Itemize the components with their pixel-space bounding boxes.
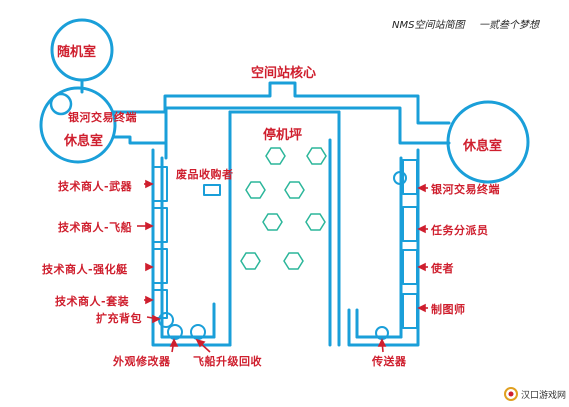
top-corridor-outer bbox=[112, 81, 451, 125]
ship-merchant-kiosk bbox=[152, 207, 168, 243]
random-room-label: 随机室 bbox=[57, 45, 97, 60]
top-corridor-inner bbox=[112, 106, 451, 145]
pointer-arrow bbox=[145, 262, 154, 272]
envoy-kiosk bbox=[402, 249, 418, 285]
suit-merchant-label: 技术商人-套装 bbox=[55, 295, 130, 308]
appearance-modifier-pod bbox=[167, 324, 183, 340]
mission-agent-kiosk bbox=[402, 206, 418, 242]
ship-merchant-label: 技术商人-飞船 bbox=[58, 221, 133, 234]
ship-upgrade-label: 飞船升级回收 bbox=[193, 355, 262, 368]
landing-pad-hexagon bbox=[305, 213, 326, 231]
right-rest-room-label: 休息室 bbox=[463, 139, 503, 154]
cartographer-label: 制图师 bbox=[431, 303, 466, 316]
right-trade-terminal-kiosk bbox=[402, 159, 418, 195]
left-rest-room-label: 休息室 bbox=[64, 134, 104, 149]
watermark-text: 汉口游戏网 bbox=[521, 391, 567, 401]
station-core-label: 空间站核心 bbox=[251, 66, 317, 81]
map-title: NMS空间站简图 bbox=[392, 20, 465, 31]
appearance-modifier-label: 外观修改器 bbox=[113, 355, 171, 368]
envoy-label: 使者 bbox=[431, 262, 454, 275]
pointer-arrow bbox=[195, 338, 206, 348]
teleporter-label: 传送器 bbox=[372, 355, 407, 368]
landing-pad-label: 停机坪 bbox=[263, 128, 303, 143]
pointer-arrow bbox=[417, 303, 426, 313]
scrap-dealer-label: 废品收购者 bbox=[176, 168, 234, 181]
right-trade-terminal-label: 银河交易终端 bbox=[431, 183, 500, 196]
landing-pad-hexagon bbox=[240, 252, 261, 270]
pointer-arrow bbox=[145, 179, 154, 189]
vehicle-merchant-label: 技术商人-强化艇 bbox=[42, 263, 128, 276]
left-trade-terminal-pod bbox=[49, 92, 73, 116]
watermark-logo-icon bbox=[504, 387, 518, 401]
cartographer-kiosk bbox=[402, 293, 418, 329]
vehicle-merchant-kiosk bbox=[152, 248, 168, 284]
pointer-arrow bbox=[145, 221, 154, 231]
ship-upgrade-pod bbox=[190, 324, 206, 340]
left-trade-terminal-label: 银河交易终端 bbox=[68, 111, 137, 124]
landing-pad-hexagon bbox=[262, 213, 283, 231]
landing-pad-hexagon bbox=[283, 252, 304, 270]
left-rest-room-circle bbox=[39, 86, 117, 164]
weapon-merchant-label: 技术商人-武器 bbox=[58, 180, 133, 193]
landing-pad-hexagon bbox=[284, 181, 305, 199]
backpack-pod bbox=[158, 312, 174, 328]
pointer-arrow bbox=[417, 224, 426, 234]
weapon-merchant-kiosk bbox=[152, 166, 168, 202]
author-credit: 一贰叁个梦想 bbox=[479, 20, 539, 31]
backpack-label: 扩充背包 bbox=[96, 312, 142, 325]
pointer-arrow bbox=[377, 338, 387, 347]
pointer-arrow bbox=[417, 183, 426, 193]
pointer-arrow bbox=[145, 295, 154, 305]
pointer-arrow bbox=[169, 338, 179, 347]
landing-pad-hexagon bbox=[265, 147, 286, 165]
pointer-arrow bbox=[152, 314, 161, 324]
right-hall-outer-wall bbox=[347, 148, 420, 347]
mission-agent-label: 任务分派员 bbox=[431, 224, 489, 237]
landing-pad-hexagon bbox=[306, 147, 327, 165]
scrap-dealer-box bbox=[203, 184, 221, 196]
pointer-arrow bbox=[417, 262, 426, 272]
right-trade-terminal-pod bbox=[393, 171, 407, 185]
landing-pad-hexagon bbox=[245, 181, 266, 199]
